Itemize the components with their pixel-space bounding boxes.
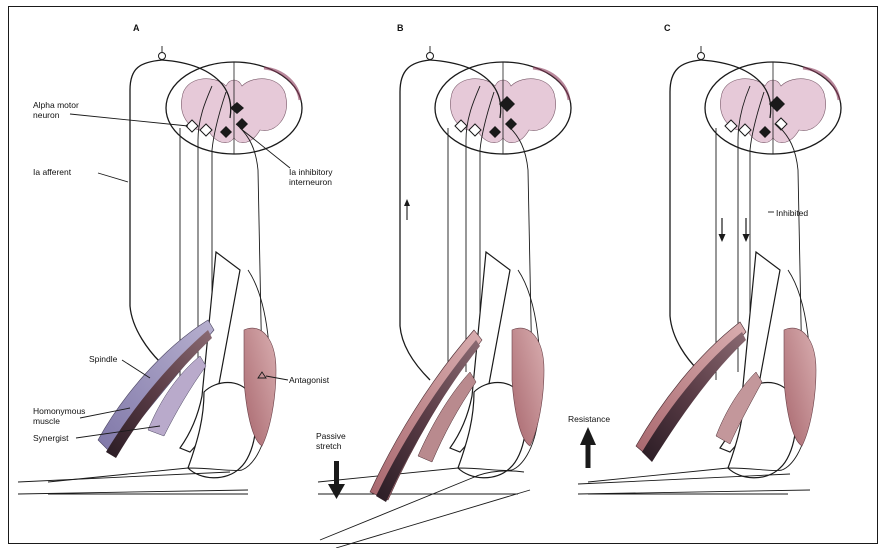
passive-stretch-arrow-head <box>328 484 345 499</box>
panel-c: C Inhibited Resistance <box>568 23 841 494</box>
label-ia-inhibitory-1: Ia inhibitory <box>289 167 333 177</box>
label-passive-stretch-1: Passive <box>316 431 346 441</box>
label-alpha-motor-neuron-2: neuron <box>33 110 60 120</box>
panel-b: B Passive stretch <box>316 23 571 548</box>
resistance-arrow-shaft <box>586 444 591 468</box>
label-resistance: Resistance <box>568 414 610 424</box>
label-passive-stretch-2: stretch <box>316 441 342 451</box>
spinal-cord-a <box>166 62 302 154</box>
spinal-cord-b <box>435 62 571 154</box>
label-ia-afferent: Ia afferent <box>33 167 72 177</box>
label-antagonist: Antagonist <box>289 375 330 385</box>
label-alpha-motor-neuron-1: Alpha motor <box>33 100 79 110</box>
label-inhibited: Inhibited <box>776 208 808 218</box>
spinal-cord-c <box>705 62 841 154</box>
panel-a: A Alpha motor neu <box>18 23 333 494</box>
label-synergist: Synergist <box>33 433 69 443</box>
label-spindle: Spindle <box>89 354 118 364</box>
label-homonymous-1: Homonymous <box>33 406 85 416</box>
panel-letter-b: B <box>397 23 404 33</box>
resistance-arrow-head <box>580 427 596 445</box>
passive-stretch-arrow-shaft <box>334 461 339 486</box>
label-ia-inhibitory-2: interneuron <box>289 177 332 187</box>
panel-letter-a: A <box>133 23 140 33</box>
panel-letter-c: C <box>664 23 671 33</box>
label-homonymous-2: muscle <box>33 416 60 426</box>
